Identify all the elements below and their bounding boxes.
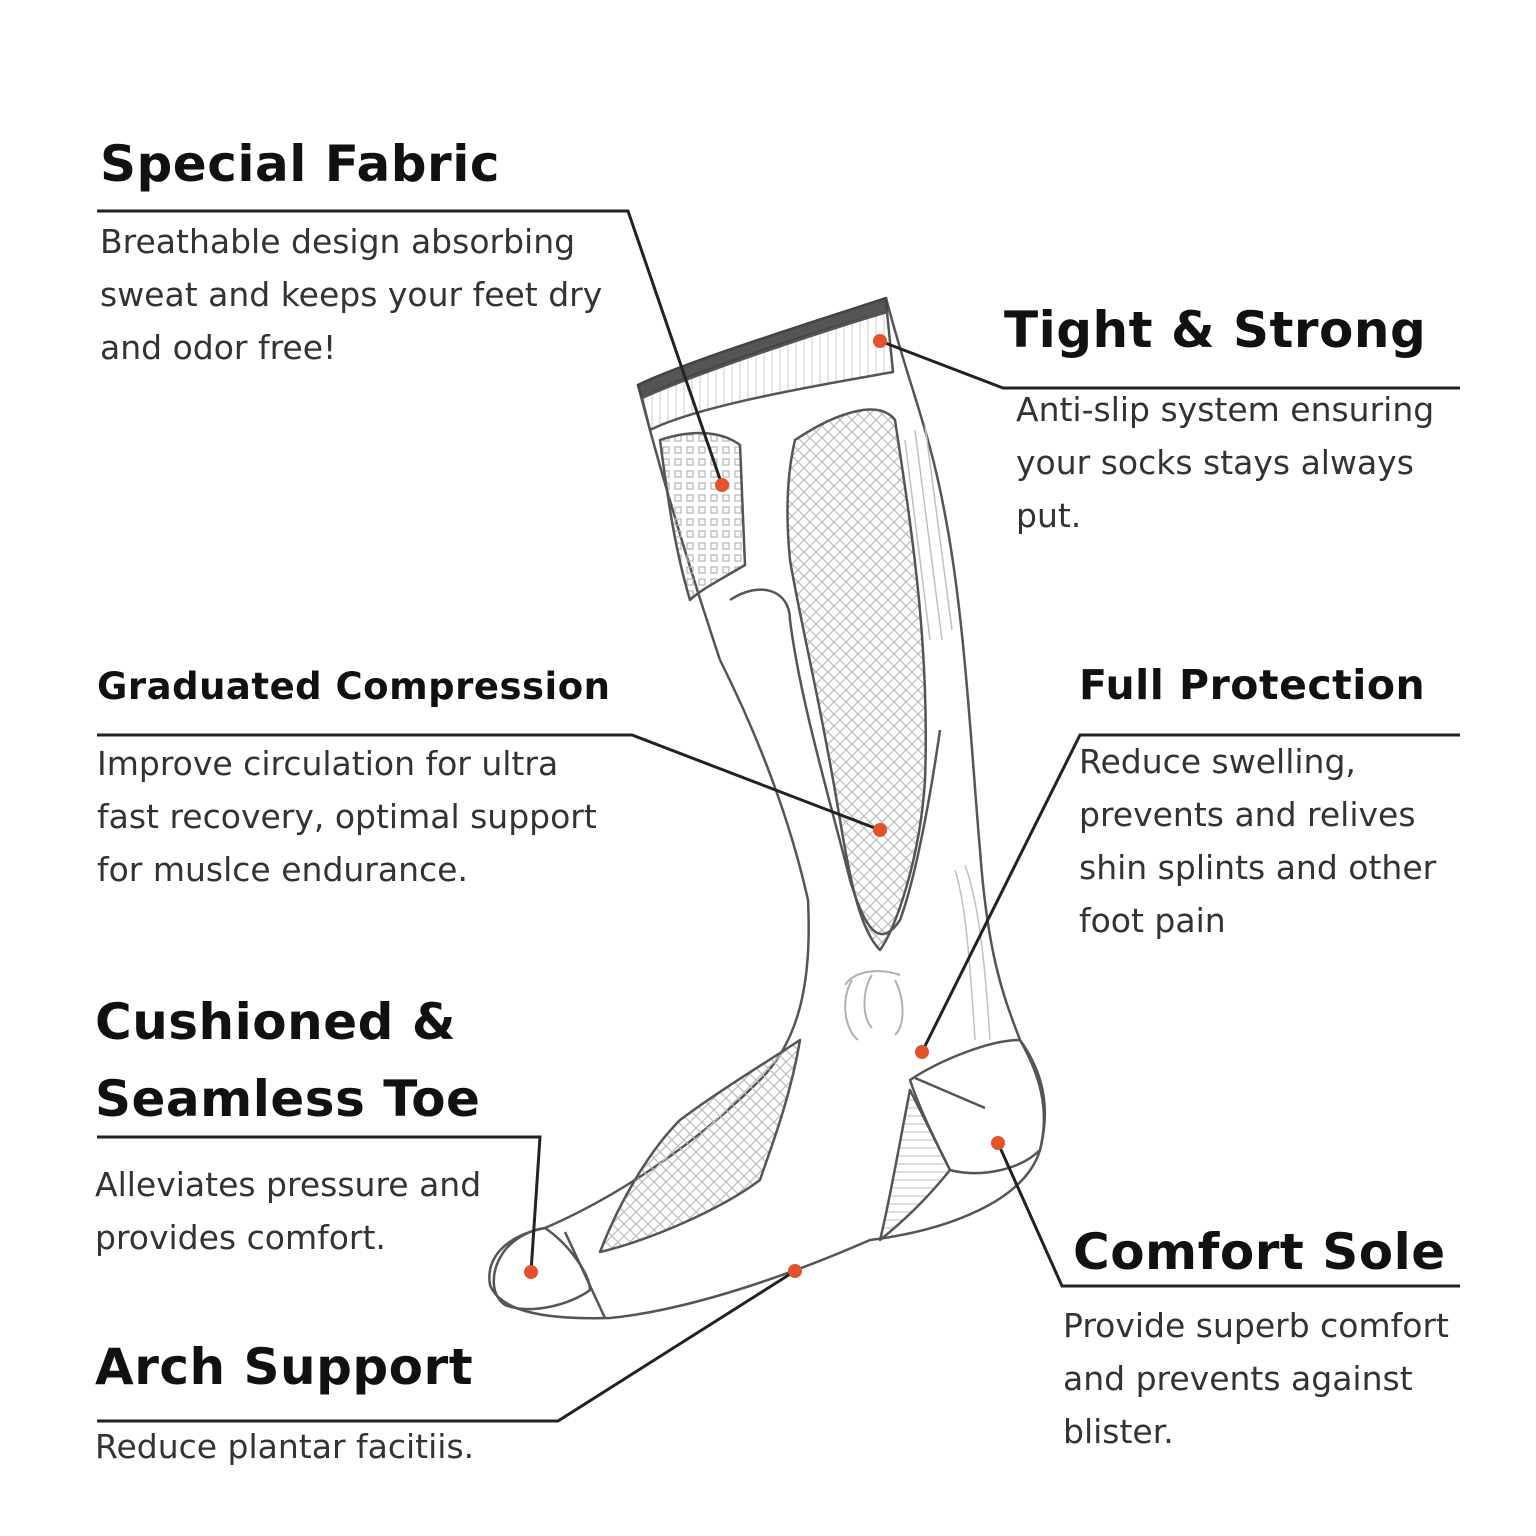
description-line: prevents and relives [1079,795,1416,835]
description-line: Reduce plantar facitiis. [95,1426,475,1466]
callout-description: Provide superb comfort and prevents agai… [1063,1299,1523,1458]
description-line: and prevents against [1063,1358,1413,1398]
sock-calf-mesh [786,408,928,952]
feature-markers [524,334,1005,1279]
callout-cushioned-toe: Cushioned & Seamless Toe Alleviates pres… [95,984,565,1264]
marker-arch-support [788,1264,802,1278]
callout-title: Comfort Sole [1073,1223,1446,1281]
sock-outline [488,296,1046,1320]
description-line: shin splints and other [1079,848,1437,888]
leader-graduated-compression [97,733,881,832]
leader-arch-support [97,1269,796,1423]
callout-full-protection: Full Protection Reduce swelling, prevent… [1079,661,1499,947]
marker-tight-strong [873,334,887,348]
sock-illustration [488,296,1046,1320]
description-line: and odor free! [100,327,337,367]
description-line: Reduce swelling, [1079,742,1356,782]
callout-description: Improve circulation for ultra fast recov… [97,737,667,896]
callout-title: Tight & Strong [1004,301,1427,359]
sock-cuff-ribbing [640,310,895,432]
callout-title: Special Fabric [100,135,500,193]
leader-full-protection [920,733,1460,1053]
description-line: sweat and keeps your feet dry [100,274,603,314]
callout-description: Reduce swelling, prevents and relives sh… [1079,735,1499,947]
marker-special-fabric [715,478,729,492]
marker-graduated-compression [873,823,887,837]
description-line: blister. [1063,1411,1174,1451]
callout-title: Full Protection [1079,661,1426,709]
sock-dotted-panel [658,431,747,602]
callout-description: Alleviates pressure and provides comfort… [95,1158,565,1264]
sock-foot-ribs [878,1088,952,1242]
marker-comfort-sole [991,1136,1005,1150]
leader-comfort-sole [996,1142,1460,1288]
description-line: Alleviates pressure and [95,1165,482,1204]
callout-description: Breathable design absorbing sweat and ke… [100,215,660,374]
callout-tight-strong: Tight & Strong Anti-slip system ensuring… [1004,304,1474,542]
sock-arch-mesh [598,1038,802,1254]
sock-calf-contour [729,588,942,936]
callout-comfort-sole: Comfort Sole Provide superb comfort and … [1063,1223,1523,1458]
description-line: foot pain [1079,901,1226,941]
description-line: Improve circulation for ultra [97,743,559,783]
callout-description: Anti-slip system ensuring your socks sta… [1004,383,1474,542]
sock-ankle-pads [844,970,904,1041]
marker-cushioned-toe [524,1265,538,1279]
callout-title: Cushioned & Seamless Toe [95,984,565,1138]
description-line: Anti-slip system ensuring [1016,389,1435,429]
description-line: provides comfort. [95,1218,386,1257]
description-line: your socks stays always [1016,442,1414,482]
title-line: Seamless Toe [95,1070,481,1128]
callout-title: Graduated Compression [97,665,611,708]
description-line: put. [1016,495,1082,535]
description-line: for muslce endurance. [97,849,468,889]
title-line: Cushioned & [95,993,456,1051]
callout-arch-support: Arch Support Reduce plantar facitiis. [95,1341,595,1473]
marker-full-protection [915,1045,929,1059]
leader-tight-strong [879,339,1460,390]
callout-description: Reduce plantar facitiis. [95,1420,595,1473]
description-line: Provide superb comfort [1063,1305,1449,1345]
callout-special-fabric: Special Fabric Breathable design absorbi… [100,138,660,374]
leader-special-fabric [97,209,724,486]
callout-graduated-compression: Graduated Compression Improve circulatio… [97,665,667,896]
description-line: fast recovery, optimal support [97,796,597,836]
callout-title: Arch Support [95,1338,474,1396]
description-line: Breathable design absorbing [100,221,576,261]
leader-cushioned-toe [97,1135,542,1273]
leader-lines [97,209,1460,1423]
